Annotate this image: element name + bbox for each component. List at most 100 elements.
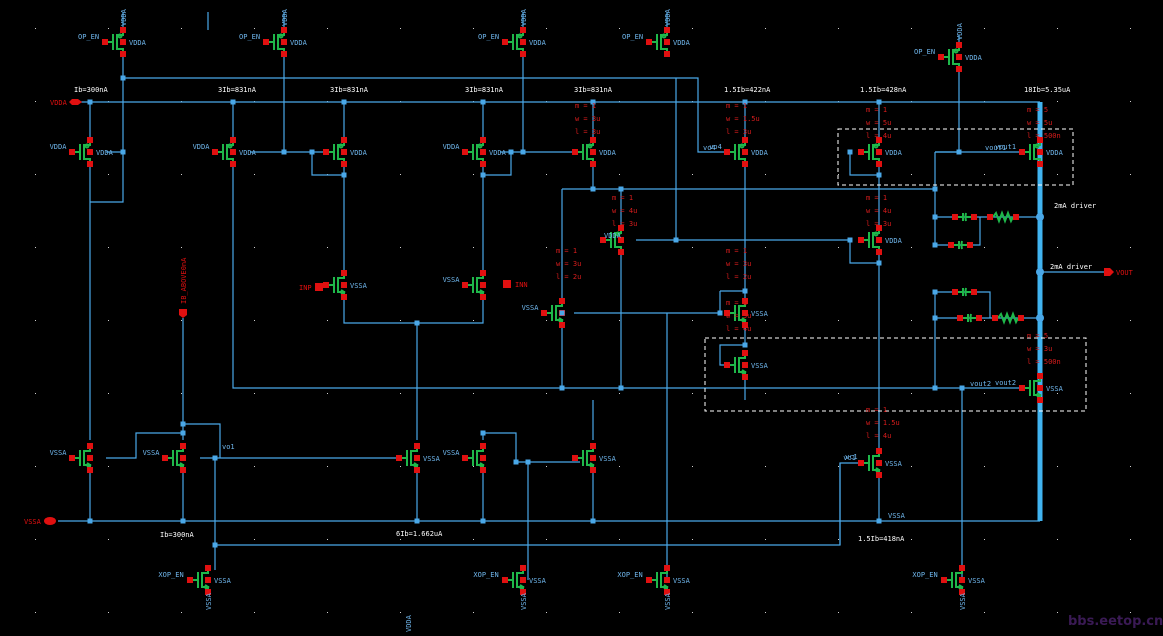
capacitor-c3[interactable] xyxy=(952,287,977,297)
pmos-mid-left[interactable] xyxy=(600,225,624,255)
bulk-label: VDDA xyxy=(965,54,983,62)
pin-terminal xyxy=(480,455,486,461)
nmos-inp[interactable] xyxy=(323,270,347,300)
pin-terminal xyxy=(1037,385,1043,391)
driver-annotation-2: 2mA driver xyxy=(1050,263,1092,271)
supply-label-vssa: VSSA xyxy=(959,592,967,610)
param-text: m = 1 xyxy=(866,194,887,202)
nmos-ib-sink[interactable] xyxy=(69,443,93,473)
pin-terminal xyxy=(480,137,486,143)
bulk-label: VSSA xyxy=(529,577,547,585)
junction-dot xyxy=(956,149,962,155)
pmos-op-en-switch-5[interactable] xyxy=(938,42,962,72)
pin-terminal xyxy=(212,149,218,155)
net-label-vssa: VSSA xyxy=(888,512,906,520)
nmos-xop-en-switch-1[interactable] xyxy=(187,565,211,595)
pmos-3ib-a[interactable] xyxy=(212,137,236,167)
junction-dot xyxy=(618,385,624,391)
pmos-mid-right[interactable] xyxy=(858,225,882,255)
pin-terminal xyxy=(263,39,269,45)
nmos-casc-diode[interactable] xyxy=(724,350,748,380)
gate-net-label: vc1 xyxy=(843,454,856,462)
pmos-3ib-d[interactable] xyxy=(572,137,596,167)
resistor-rz2[interactable] xyxy=(992,311,1024,325)
port-ib-label: IB_ABOVE0nA xyxy=(180,257,188,304)
port-inp[interactable]: INP xyxy=(299,283,323,292)
gate-net-label: OP_EN xyxy=(622,33,643,41)
pin-terminal xyxy=(572,149,578,155)
port-ib[interactable]: IB_ABOVE0nA xyxy=(179,257,188,318)
capacitor-cc1[interactable] xyxy=(952,212,977,222)
pin-terminal xyxy=(742,350,748,356)
enable-rail[interactable] xyxy=(123,77,730,153)
bulk-label: VDDA xyxy=(96,149,114,157)
nmos-mirror-b[interactable] xyxy=(572,443,596,473)
pmos-op-en-switch-4[interactable] xyxy=(646,27,670,57)
junction-dot xyxy=(480,518,486,524)
pmos-op-en-switch-1[interactable] xyxy=(102,27,126,57)
pmos-vo4[interactable] xyxy=(724,137,748,167)
pmos-op-en-switch-2[interactable] xyxy=(263,27,287,57)
pin-terminal xyxy=(664,27,670,33)
bulk-label: VDDA xyxy=(489,149,507,157)
nmos-mirror-a[interactable] xyxy=(462,443,486,473)
nmos-xop-en-switch-2[interactable] xyxy=(502,565,526,595)
bulk-label: VSSA xyxy=(885,460,903,468)
selection-box-bottom[interactable] xyxy=(704,337,1087,412)
pmos-out-p[interactable] xyxy=(1019,137,1043,167)
net-label-vout1: vout1 xyxy=(985,144,1006,152)
junction-dot xyxy=(932,214,938,220)
junction-dot xyxy=(180,421,186,427)
nmos-out-n[interactable] xyxy=(1019,373,1043,403)
watermark: bbs.eetop.cn xyxy=(1068,614,1163,629)
nmos-vc1[interactable] xyxy=(858,448,882,478)
nmos-inn[interactable] xyxy=(462,270,486,300)
junction-dot xyxy=(932,315,938,321)
selection-box-top[interactable] xyxy=(837,128,1074,186)
pin-terminal xyxy=(590,149,596,155)
nmos-6ib-tail[interactable] xyxy=(396,443,420,473)
pin-terminal xyxy=(664,589,670,595)
junction-dot xyxy=(480,430,486,436)
pmos-3ib-c[interactable] xyxy=(462,137,486,167)
capacitor-cc2[interactable] xyxy=(957,313,982,323)
param-text: m = 5 xyxy=(1027,106,1048,114)
nmos-ib-diode[interactable] xyxy=(162,443,186,473)
pmos-3ib-b[interactable] xyxy=(323,137,347,167)
pin-terminal xyxy=(600,237,606,243)
port-vdda[interactable]: VDDA xyxy=(50,99,82,107)
device-params-pmos-mid-right: m = 1w = 4ul = 3u xyxy=(866,194,891,228)
gate-net-label: vo4 xyxy=(709,143,722,151)
pin-terminal xyxy=(520,39,526,45)
junction-dot xyxy=(742,342,748,348)
driver-annotation-1: 2mA driver xyxy=(1054,202,1096,210)
bulk-label: VSSA xyxy=(599,455,617,463)
resistor-rz1[interactable] xyxy=(987,210,1019,224)
gate-net-label: XOP_EN xyxy=(158,571,183,579)
port-inn[interactable]: INN xyxy=(503,280,528,289)
device-params-pmos-1p5ib: m = 1w = 5ul = 4u xyxy=(866,106,891,140)
junction-dot xyxy=(932,242,938,248)
pmos-ib-mirror[interactable] xyxy=(69,137,93,167)
pmos-1p5ib[interactable] xyxy=(858,137,882,167)
capacitor-c2[interactable] xyxy=(948,240,973,250)
nmos-xop-en-switch-4[interactable] xyxy=(941,565,965,595)
bulk-label: VSSA xyxy=(751,362,769,370)
junction-dot xyxy=(618,186,624,192)
xop-rail[interactable] xyxy=(215,462,862,546)
port-vssa[interactable]: VSSA xyxy=(24,517,56,526)
pin-terminal xyxy=(180,443,186,449)
nmos-casc-mid[interactable] xyxy=(724,298,748,328)
pin-terminal xyxy=(646,39,652,45)
bulk-label: VSSA xyxy=(350,282,368,290)
pin-terminal xyxy=(742,161,748,167)
port-vout[interactable]: VOUT xyxy=(1104,268,1134,277)
junction-dot xyxy=(876,518,882,524)
pmos-op-en-switch-3[interactable] xyxy=(502,27,526,57)
pin-terminal xyxy=(480,161,486,167)
gate-net-label: OP_EN xyxy=(478,33,499,41)
nmos-xop-en-switch-3[interactable] xyxy=(646,565,670,595)
param-text: w = 3u xyxy=(575,115,600,123)
